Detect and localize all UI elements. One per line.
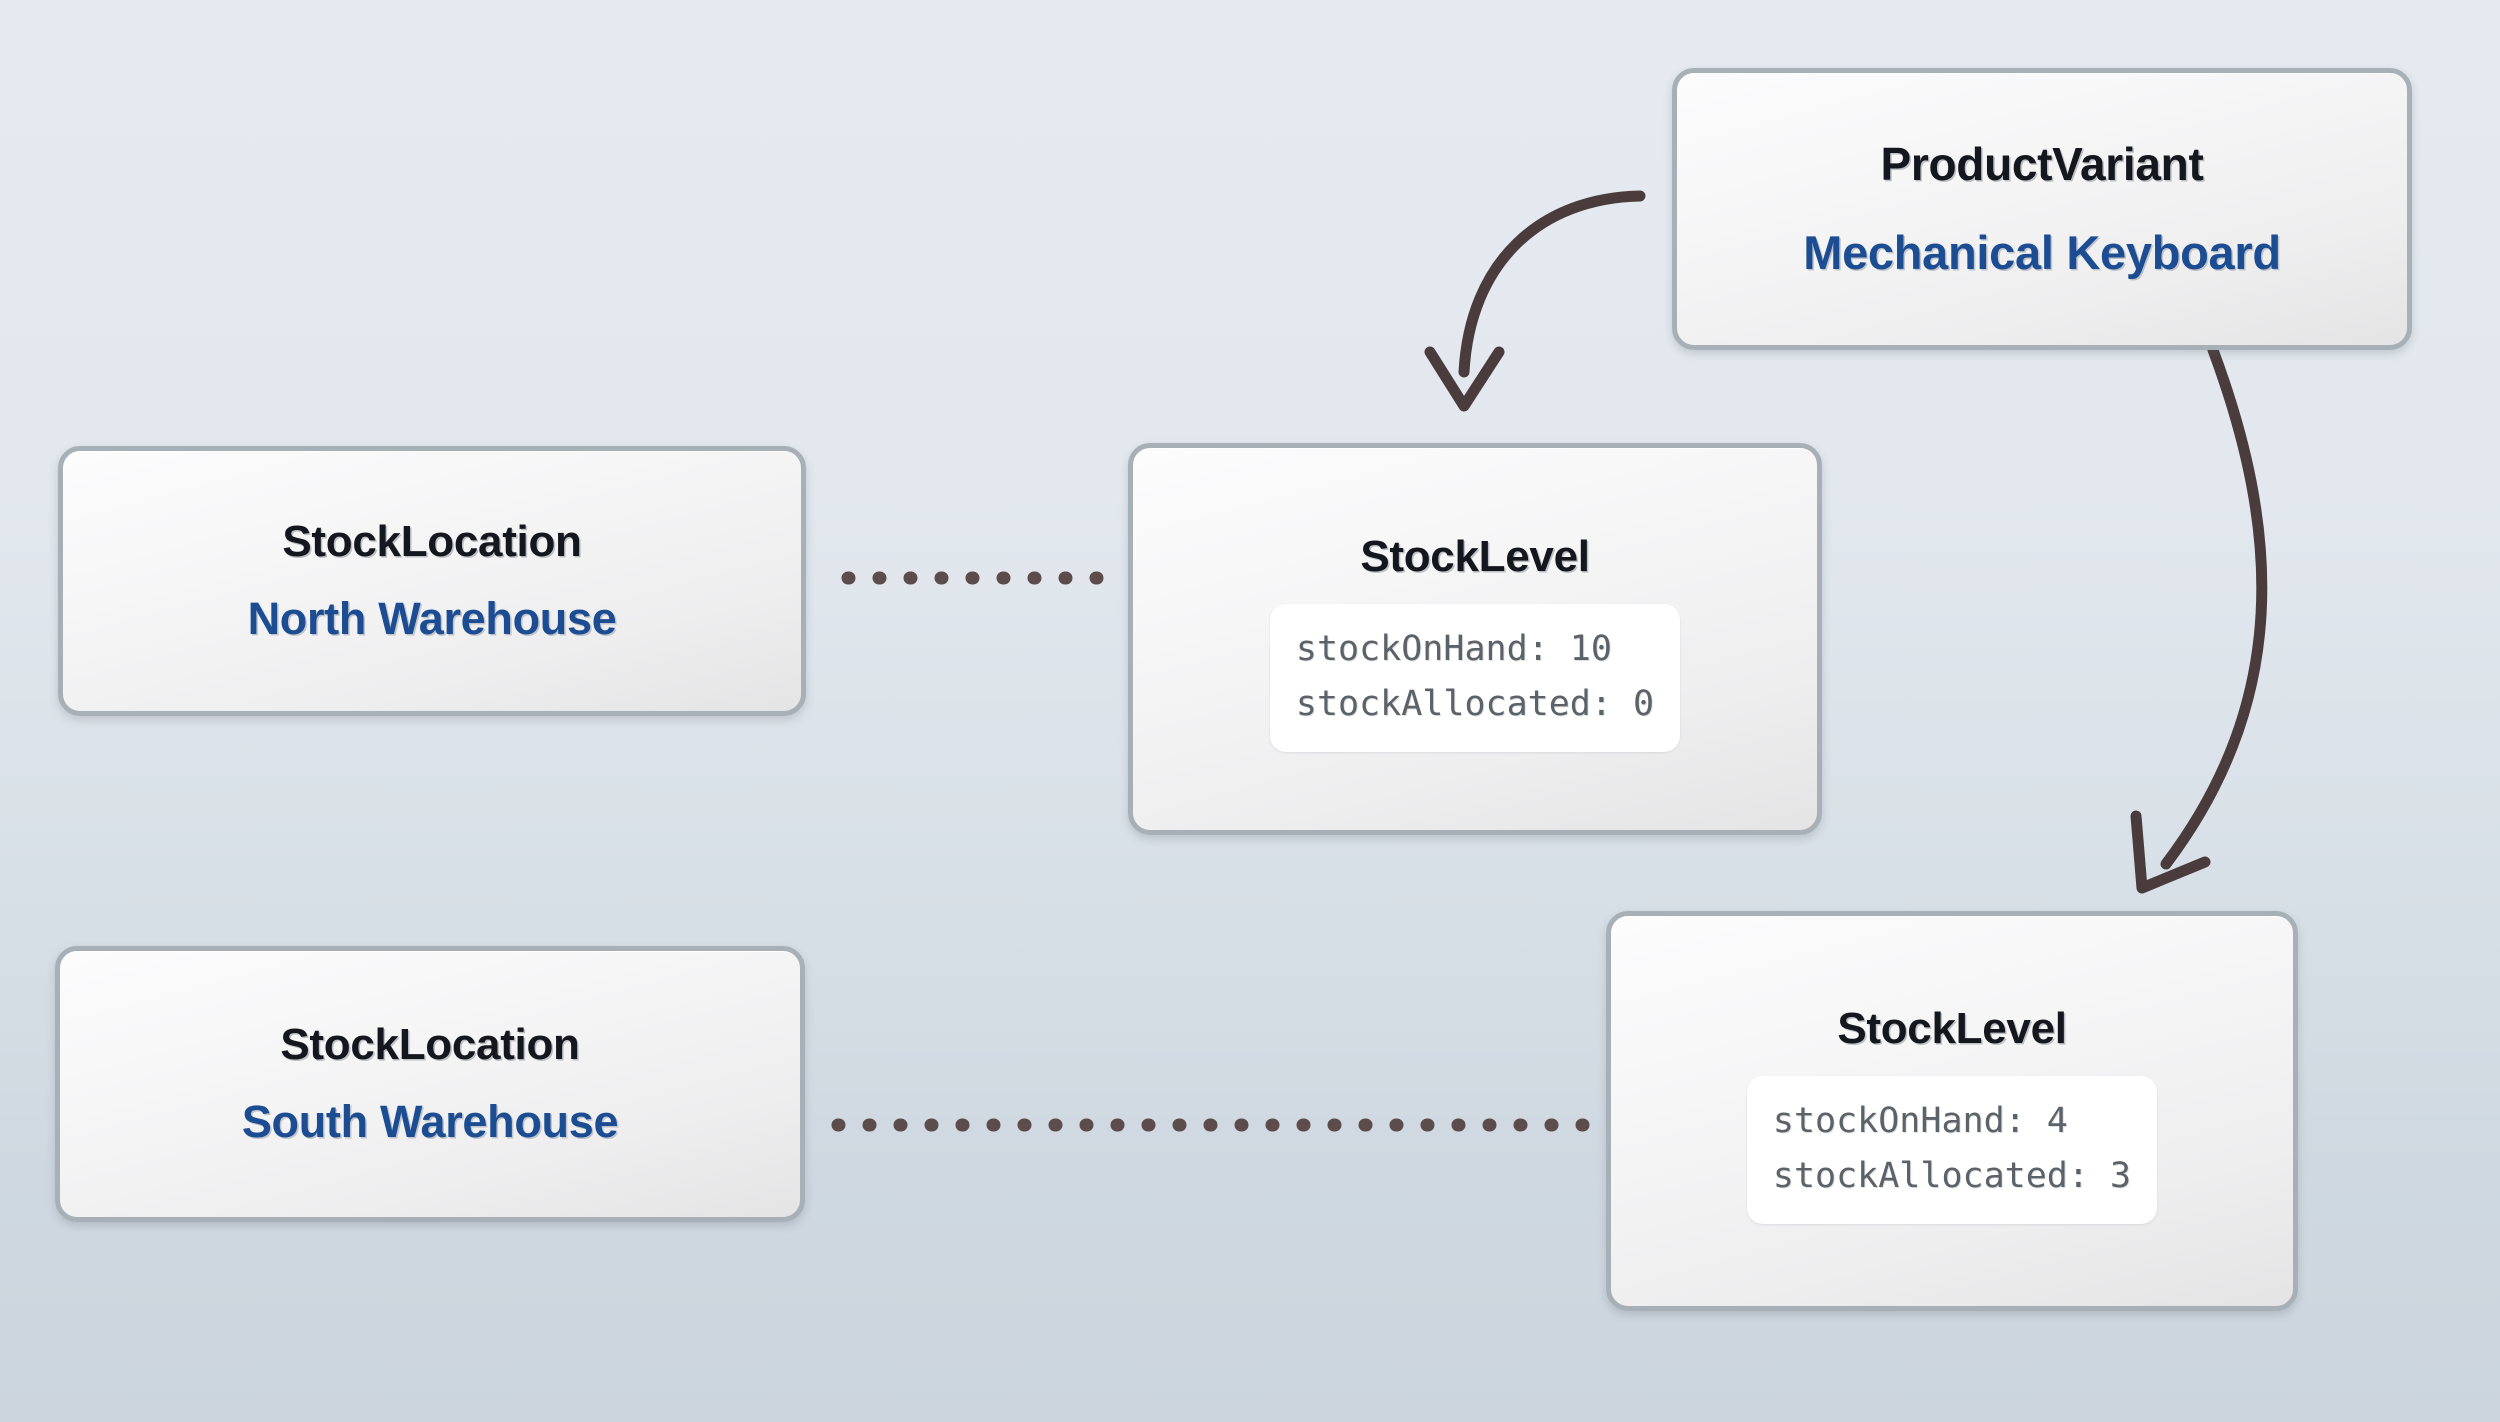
node-stock-location-north[interactable]: StockLocation North Warehouse — [58, 446, 806, 716]
node-type-label: ProductVariant — [1880, 138, 2204, 191]
node-product-variant[interactable]: ProductVariant Mechanical Keyboard — [1672, 68, 2412, 350]
field-stock-on-hand: stockOnHand: 4 — [1772, 1101, 2068, 1142]
stock-level-fields-panel: stockOnHand: 4 stockAllocated: 3 — [1746, 1076, 2158, 1224]
field-stock-on-hand: stockOnHand: 10 — [1295, 629, 1612, 670]
node-stock-location-south[interactable]: StockLocation South Warehouse — [55, 946, 805, 1222]
field-stock-allocated: stockAllocated: 0 — [1295, 684, 1655, 725]
node-entity-label: North Warehouse — [247, 593, 617, 645]
node-entity-label: Mechanical Keyboard — [1803, 226, 2281, 280]
node-stock-level-south[interactable]: StockLevel stockOnHand: 4 stockAllocated… — [1606, 911, 2298, 1311]
node-type-label: StockLevel — [1360, 532, 1590, 582]
node-type-label: StockLocation — [280, 1020, 580, 1070]
node-stock-level-north[interactable]: StockLevel stockOnHand: 10 stockAllocate… — [1128, 443, 1822, 835]
stock-level-fields-panel: stockOnHand: 10 stockAllocated: 0 — [1269, 604, 1681, 752]
field-stock-allocated: stockAllocated: 3 — [1772, 1156, 2132, 1197]
edge-product-variant-to-stock-level-1 — [1424, 190, 1646, 412]
node-entity-label: South Warehouse — [241, 1096, 619, 1148]
edge-product-variant-to-stock-level-2 — [2130, 344, 2268, 894]
node-type-label: StockLevel — [1837, 1004, 2067, 1054]
node-type-label: StockLocation — [282, 517, 582, 567]
